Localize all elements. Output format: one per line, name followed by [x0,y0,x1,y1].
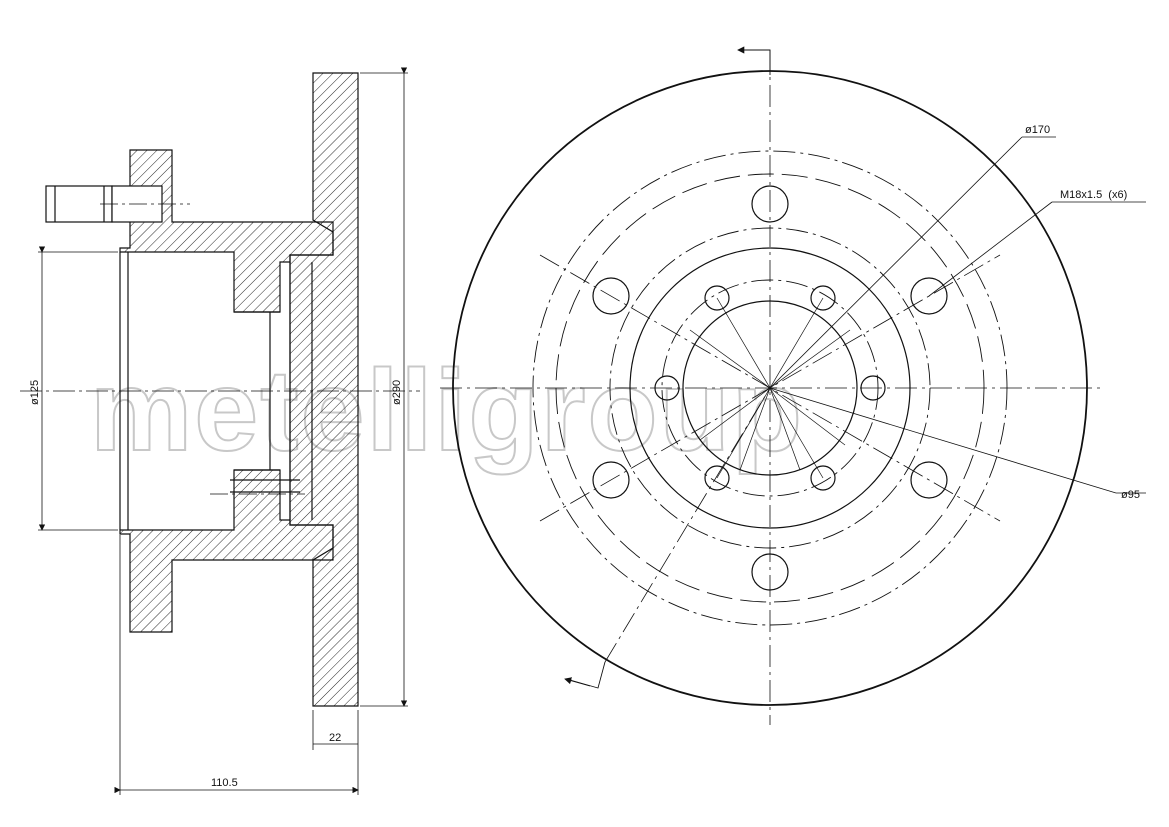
dim-diameter-290: ø290 [391,380,403,405]
dim-thickness: 22 [329,732,341,744]
dim-diameter-170: ø170 [1025,124,1050,136]
dim-diameter-95: ø95 [1121,489,1140,501]
dim-thread: M18x1.5 (x6) [1060,189,1127,201]
hub-upper-section [119,149,334,313]
section-dimensions [38,67,408,795]
wheel-bolt-holes [592,185,948,591]
dim-height: 110.5 [211,777,238,789]
section-view [20,72,420,707]
front-view [440,46,1146,725]
dim-diameter-125: ø125 [29,380,41,405]
watermark-logo: metelligroup [90,347,804,475]
disc-ring-section [289,72,359,707]
